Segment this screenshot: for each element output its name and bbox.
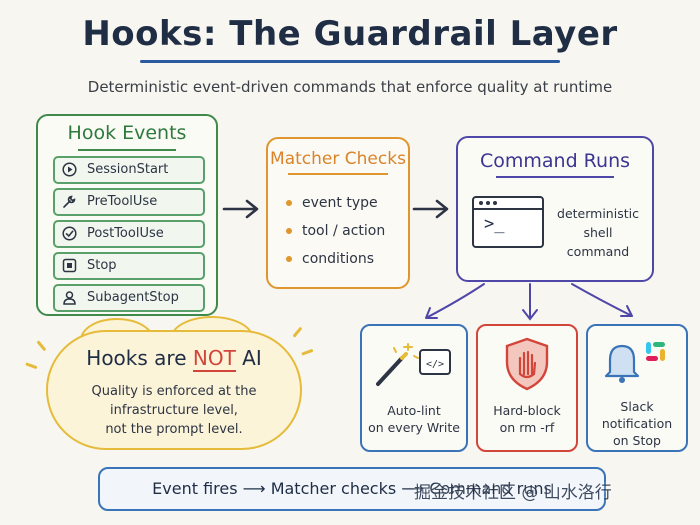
outcome-label: Hard-block on rm -rf [493,403,561,435]
play-icon [62,162,77,177]
outcome-slack: Slack notification on Stop [586,324,688,452]
terminal-icon: >_ [472,196,544,248]
terminal-dot [479,201,483,205]
callout-body: Quality is enforced at the infrastructur… [91,384,257,437]
terminal-prompt: >_ [484,214,505,234]
shield-hand-icon [505,337,549,391]
bullet-dot [286,228,292,234]
command-runs-panel: Command Runs >_ deterministic shell comm… [456,136,654,282]
flow-summary-text: Event fires ⟶ Matcher checks ⟶ Command r… [152,479,552,498]
matcher-item: event type [286,195,378,211]
hooks-not-ai-callout: Hooks are NOT AI Quality is enforced at … [46,330,302,450]
terminal-dot [493,201,497,205]
outcome-label: Auto-lint on every Write [368,403,460,435]
terminal-dot [486,201,490,205]
spark-mark [25,362,38,370]
hook-events-panel: Hook Events SessionStart PreToolUse Post… [36,114,218,316]
outcome-label: Slack notification on Stop [601,399,673,448]
callout-title: Hooks are NOT AI [86,346,262,372]
matcher-checks-panel: Matcher Checks event type tool / action … [266,137,410,289]
magic-wand-code-icon: </> [376,343,451,386]
arrow-matcher-to-command [412,199,449,219]
event-label: SubagentStop [87,290,179,305]
terminal-titlebar [474,198,542,210]
event-row-subagent-stop: SubagentStop [53,284,205,312]
page-title: Hooks: The Guardrail Layer [82,14,618,54]
page-subtitle: Deterministic event-driven commands that… [87,78,613,96]
branch-arrows [425,283,633,321]
flow-summary-bar: Event fires ⟶ Matcher checks ⟶ Command r… [98,467,606,511]
matcher-title: Matcher Checks [270,149,406,169]
svg-text:</>: </> [426,359,444,370]
matcher-underline [288,173,388,175]
outcome-auto-lint: </> Auto-lint on every Write [360,324,468,452]
event-row-session-start: SessionStart [53,156,205,184]
hook-events-underline [78,149,176,151]
event-row-post-tool-use: PostToolUse [53,220,205,248]
event-label: PostToolUse [87,226,164,241]
spark-mark [36,340,47,352]
spark-mark [292,326,303,338]
matcher-item: tool / action [286,223,385,239]
outcome-hard-block: Hard-block on rm -rf [476,324,578,452]
event-row-stop: Stop [53,252,205,280]
event-label: SessionStart [87,162,169,177]
bullet-dot [286,256,292,262]
spark-mark [301,348,314,356]
person-icon [62,290,77,305]
title-underline [140,60,560,63]
hook-events-title: Hook Events [67,122,187,144]
check-circle-icon [62,226,77,241]
matcher-item: conditions [286,251,374,267]
event-label: PreToolUse [87,194,158,209]
stop-icon [62,258,77,273]
command-description: deterministic shell command [557,206,639,259]
command-title: Command Runs [479,150,631,172]
bullet-dot [286,200,292,206]
command-underline [496,176,614,178]
event-label: Stop [87,258,117,273]
wrench-icon [62,194,77,209]
bell-slack-icon [604,342,665,383]
arrow-events-to-matcher [222,199,259,219]
event-row-pre-tool-use: PreToolUse [53,188,205,216]
watermark: 掘金技术社区 @ 山水洛行 [414,483,612,503]
